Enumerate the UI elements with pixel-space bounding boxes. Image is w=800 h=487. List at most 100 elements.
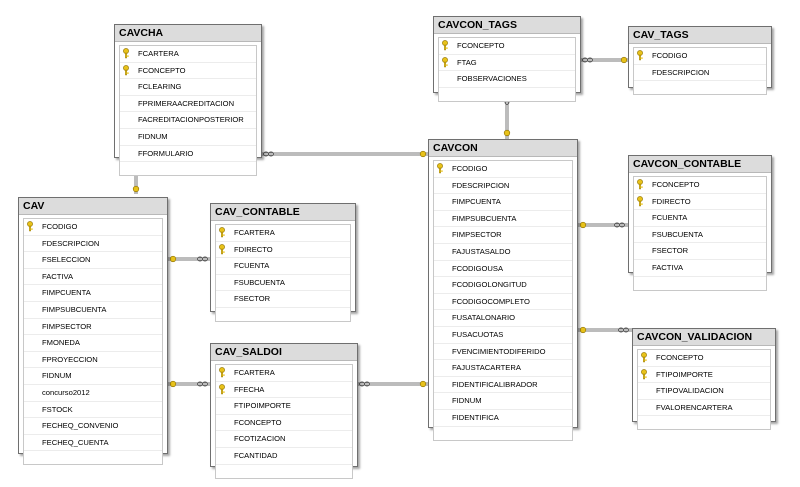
- table-title[interactable]: CAVCHA: [115, 25, 261, 42]
- table-column[interactable]: FCODIGOLONGITUD: [434, 277, 572, 294]
- table-column[interactable]: FAJUSTASALDO: [434, 244, 572, 261]
- key-icon: [218, 242, 228, 257]
- table-column[interactable]: FDESCRIPCION: [634, 65, 766, 82]
- table-column[interactable]: FTIPOIMPORTE: [638, 367, 770, 384]
- table-column[interactable]: FCONCEPTO: [439, 38, 575, 55]
- table-column[interactable]: FDIRECTO: [216, 242, 350, 259]
- table-column[interactable]: FPRIMERAACREDITACION: [120, 96, 256, 113]
- table-column[interactable]: FIMPCUENTA: [24, 285, 162, 302]
- column-name: FAJUSTACARTERA: [452, 363, 521, 373]
- table-column[interactable]: FPROYECCION: [24, 352, 162, 369]
- table-column[interactable]: FCONCEPTO: [216, 415, 352, 432]
- table-column[interactable]: FUSATALONARIO: [434, 310, 572, 327]
- table-column[interactable]: FTIPOVALIDACION: [638, 383, 770, 400]
- table-title[interactable]: CAVCON: [429, 140, 577, 157]
- table-column[interactable]: FIDNUM: [120, 129, 256, 146]
- table-column[interactable]: FAJUSTACARTERA: [434, 360, 572, 377]
- table-title[interactable]: CAVCON_TAGS: [434, 17, 580, 34]
- table-column[interactable]: FACREDITACIONPOSTERIOR: [120, 112, 256, 129]
- table-column[interactable]: FCUENTA: [216, 258, 350, 275]
- column-name: FDESCRIPCION: [42, 238, 100, 248]
- table-column[interactable]: FCODIGO: [434, 161, 572, 178]
- table-column[interactable]: FFECHA: [216, 382, 352, 399]
- column-name: FTIPOIMPORTE: [656, 369, 713, 379]
- table-title[interactable]: CAV_SALDOI: [211, 344, 357, 361]
- table-column[interactable]: FIMPSECTOR: [24, 319, 162, 336]
- table-column[interactable]: FACTIVA: [634, 260, 766, 277]
- table-title[interactable]: CAV: [19, 198, 167, 215]
- table-column[interactable]: FSELECCION: [24, 252, 162, 269]
- column-name: FIDENTIFICALIBRADOR: [452, 379, 538, 389]
- table-column[interactable]: FCOTIZACION: [216, 431, 352, 448]
- table-column[interactable]: FIMPSUBCUENTA: [434, 211, 572, 228]
- table-column[interactable]: FCARTERA: [120, 46, 256, 63]
- table-column[interactable]: FCARTERA: [216, 365, 352, 382]
- table-column[interactable]: FCLEARING: [120, 79, 256, 96]
- table-column[interactable]: FECHEQ_CONVENIO: [24, 418, 162, 435]
- table-column[interactable]: FTAG: [439, 55, 575, 72]
- table-column[interactable]: FIMPSUBCUENTA: [24, 302, 162, 319]
- table-column[interactable]: FACTIVA: [24, 269, 162, 286]
- table-column[interactable]: FSECTOR: [634, 243, 766, 260]
- table-column[interactable]: FCUENTA: [634, 210, 766, 227]
- table-column[interactable]: FECHEQ_CUENTA: [24, 435, 162, 452]
- table-column[interactable]: FDESCRIPCION: [434, 178, 572, 195]
- table-column[interactable]: FCONCEPTO: [634, 177, 766, 194]
- column-name: FCONCEPTO: [234, 417, 282, 427]
- table-title[interactable]: CAVCON_VALIDACION: [633, 329, 775, 346]
- table-column[interactable]: FCANTIDAD: [216, 448, 352, 465]
- table-column[interactable]: FIDENTIFICA: [434, 410, 572, 427]
- table-column[interactable]: FCODIGO: [634, 48, 766, 65]
- table-column[interactable]: FSTOCK: [24, 402, 162, 419]
- table-column[interactable]: FCONCEPTO: [638, 350, 770, 367]
- table-column[interactable]: FSUBCUENTA: [216, 275, 350, 292]
- column-name: FCARTERA: [234, 228, 275, 237]
- table-column[interactable]: FCODIGOUSA: [434, 261, 572, 278]
- column-name: FCLEARING: [138, 82, 182, 92]
- table-column[interactable]: FFORMULARIO: [120, 146, 256, 163]
- table-column[interactable]: FUSACUOTAS: [434, 327, 572, 344]
- table-column[interactable]: FCODIGO: [24, 219, 162, 236]
- column-name: FIMPSECTOR: [452, 230, 502, 240]
- table-column[interactable]: FIDENTIFICALIBRADOR: [434, 377, 572, 394]
- table-column[interactable]: FDESCRIPCION: [24, 236, 162, 253]
- table-column[interactable]: concurso2012: [24, 385, 162, 402]
- table-column[interactable]: FIDNUM: [24, 368, 162, 385]
- table-column[interactable]: FVALORENCARTERA: [638, 400, 770, 417]
- table-title[interactable]: CAV_CONTABLE: [211, 204, 355, 221]
- table-column[interactable]: FIDNUM: [434, 393, 572, 410]
- table-column[interactable]: FIMPCUENTA: [434, 194, 572, 211]
- table-column[interactable]: FOBSERVACIONES: [439, 71, 575, 88]
- column-name: FCONCEPTO: [457, 41, 505, 50]
- column-name: FCODIGO: [42, 222, 78, 231]
- table-column[interactable]: FCARTERA: [216, 225, 350, 242]
- table-column[interactable]: FMONEDA: [24, 335, 162, 352]
- table-cav-contable[interactable]: CAV_CONTABLE FCARTERA FDIRECTO FCUENTA FSUB…: [210, 203, 356, 322]
- column-name: FSTOCK: [42, 404, 73, 414]
- table-column[interactable]: FCODIGOCOMPLETO: [434, 294, 572, 311]
- table-column[interactable]: FVENCIMIENTODIFERIDO: [434, 344, 572, 361]
- table-column[interactable]: FTIPOIMPORTE: [216, 398, 352, 415]
- table-title[interactable]: CAV_TAGS: [629, 27, 771, 44]
- table-title[interactable]: CAVCON_CONTABLE: [629, 156, 771, 173]
- column-name: FIDNUM: [138, 131, 168, 141]
- key-icon: [122, 46, 132, 61]
- column-name: FUSACUOTAS: [452, 329, 504, 339]
- table-cavcon-validacion[interactable]: CAVCON_VALIDACION FCONCEPTO FTIPOIMPORTE F…: [632, 328, 776, 431]
- table-column[interactable]: FSECTOR: [216, 291, 350, 308]
- column-name: FCUENTA: [234, 261, 270, 271]
- table-column[interactable]: FIMPSECTOR: [434, 227, 572, 244]
- column-name: FIMPSUBCUENTA: [42, 304, 107, 314]
- table-column[interactable]: FCONCEPTO: [120, 63, 256, 80]
- table-column[interactable]: FDIRECTO: [634, 194, 766, 211]
- table-column[interactable]: FSUBCUENTA: [634, 227, 766, 244]
